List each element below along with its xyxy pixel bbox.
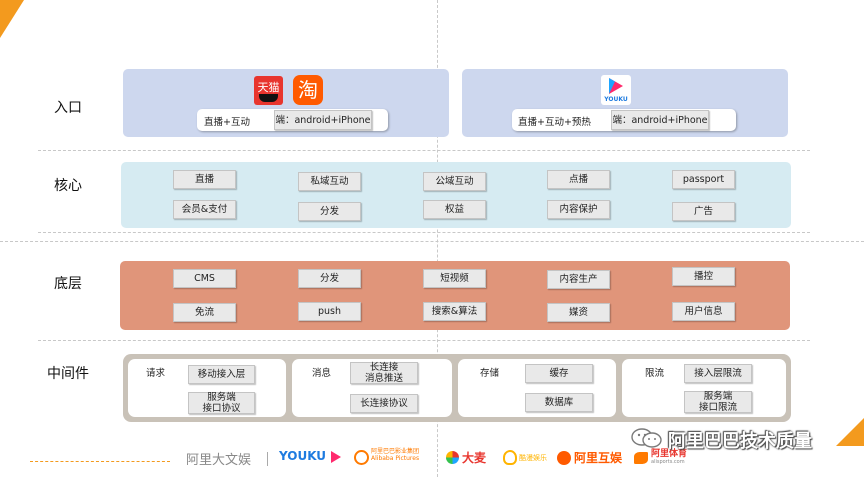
base-item-cms: CMS bbox=[173, 269, 236, 288]
entry-right-bar: 直播+互动+预热 端：android+iPhone bbox=[512, 109, 736, 131]
middleware-storage-item-1: 缓存 bbox=[525, 364, 593, 383]
brand-ali-games: 阿里互娱 bbox=[574, 451, 623, 465]
ali-sports-icon bbox=[634, 452, 648, 464]
core-item-passport: passport bbox=[672, 170, 735, 189]
middleware-limit-item-1: 接入层限流 bbox=[684, 364, 752, 383]
brand-ali-sports: 阿里体育 bbox=[651, 449, 688, 459]
middleware-storage-item-2: 数据库 bbox=[525, 393, 593, 412]
middleware-message-item-2: 长连接协议 bbox=[350, 394, 418, 413]
core-item-public-interaction: 公域互动 bbox=[423, 172, 486, 191]
separator bbox=[38, 150, 810, 151]
corner-accent bbox=[0, 0, 24, 38]
youku-logo-mark bbox=[609, 78, 623, 94]
middleware-limit-box: 限流 接入层限流 服务端 接口限流 bbox=[622, 359, 786, 417]
entry-panel-left: 天猫 淘 直播+互动 端：android+iPhone bbox=[123, 69, 449, 137]
row-label-entry: 入口 bbox=[54, 100, 82, 116]
base-item-media-assets: 媒资 bbox=[547, 303, 610, 322]
watermark-text: 阿里巴巴技术质量 bbox=[668, 431, 812, 452]
core-item-rights: 权益 bbox=[423, 200, 486, 219]
core-item-private-interaction: 私域互动 bbox=[298, 172, 361, 191]
tmall-logo-face bbox=[259, 94, 278, 102]
core-item-membership-payment: 会员&支付 bbox=[173, 200, 236, 219]
middleware-request-box: 请求 移动接入层 服务端 接口协议 bbox=[128, 359, 286, 417]
middleware-message-title: 消息 bbox=[312, 368, 332, 379]
corner-accent-bottom bbox=[836, 418, 864, 446]
core-item-distribution: 分发 bbox=[298, 202, 361, 221]
middleware-storage-box: 存储 缓存 数据库 bbox=[458, 359, 616, 417]
entry-left-label: 直播+互动 bbox=[204, 117, 250, 128]
base-item-user-info: 用户信息 bbox=[672, 302, 735, 321]
row-label-middleware: 中间件 bbox=[47, 366, 89, 382]
separator bbox=[0, 241, 864, 242]
core-item-vod: 点播 bbox=[547, 170, 610, 189]
ali-games-icon bbox=[557, 451, 571, 465]
brand-alibaba-entertainment: 阿里大文娱 bbox=[186, 453, 252, 468]
entry-right-label: 直播+互动+预热 bbox=[518, 117, 591, 128]
brand-youku: YOUKU bbox=[279, 449, 327, 463]
middleware-message-item-1: 长连接 消息推送 bbox=[350, 362, 418, 384]
brand-damai: 大麦 bbox=[462, 451, 487, 465]
base-item-free-data: 免流 bbox=[173, 303, 236, 322]
middleware-request-item-2: 服务端 接口协议 bbox=[188, 392, 255, 414]
entry-panel-right: YOUKU 直播+互动+预热 端：android+iPhone bbox=[462, 69, 788, 137]
base-item-short-video: 短视频 bbox=[423, 269, 486, 288]
core-item-live: 直播 bbox=[173, 170, 236, 189]
core-item-content-protection: 内容保护 bbox=[547, 200, 610, 219]
core-item-ads: 广告 bbox=[672, 202, 735, 221]
middleware-storage-title: 存储 bbox=[480, 368, 500, 379]
taobao-logo: 淘 bbox=[293, 75, 323, 105]
alibaba-pictures-icon bbox=[354, 450, 369, 465]
row-label-core: 核心 bbox=[54, 178, 82, 194]
base-item-distribution: 分发 bbox=[298, 269, 361, 288]
middleware-message-box: 消息 长连接 消息推送 长连接协议 bbox=[292, 359, 452, 417]
brand-kumo: 酷漫娱乐 bbox=[519, 454, 547, 462]
entry-right-platforms: 端：android+iPhone bbox=[611, 110, 709, 130]
entry-left-platforms: 端：android+iPhone bbox=[274, 110, 372, 130]
middleware-limit-title: 限流 bbox=[645, 368, 665, 379]
middleware-request-item-1: 移动接入层 bbox=[188, 365, 255, 384]
footer-rule bbox=[30, 461, 170, 462]
wechat-icon bbox=[630, 427, 664, 449]
tmall-logo: 天猫 bbox=[254, 76, 283, 105]
brand-divider bbox=[267, 452, 268, 466]
damai-icon bbox=[446, 451, 459, 464]
base-item-push: push bbox=[298, 302, 361, 321]
entry-left-bar: 直播+互动 端：android+iPhone bbox=[197, 109, 388, 131]
brand-alibaba-pictures-en: Alibaba Pictures bbox=[371, 455, 420, 462]
separator bbox=[38, 232, 810, 233]
middleware-limit-item-2: 服务端 接口限流 bbox=[684, 391, 752, 413]
base-item-content-production: 内容生产 bbox=[547, 270, 610, 289]
separator bbox=[38, 340, 810, 341]
base-item-broadcast-control: 播控 bbox=[672, 267, 735, 286]
youku-play-icon bbox=[331, 451, 341, 463]
row-label-base: 底层 bbox=[54, 276, 82, 292]
base-item-search-algorithm: 搜索&算法 bbox=[423, 302, 486, 321]
kumo-icon bbox=[503, 450, 517, 465]
brand-ali-sports-url: alisports.com bbox=[651, 459, 685, 465]
middleware-request-title: 请求 bbox=[146, 368, 166, 379]
youku-logo: YOUKU bbox=[601, 75, 631, 105]
center-guide-line bbox=[437, 0, 438, 477]
youku-logo-text: YOUKU bbox=[604, 96, 628, 103]
tmall-logo-text: 天猫 bbox=[257, 81, 280, 94]
brand-alibaba-pictures-cn: 阿里巴巴影业集团 bbox=[371, 448, 420, 455]
